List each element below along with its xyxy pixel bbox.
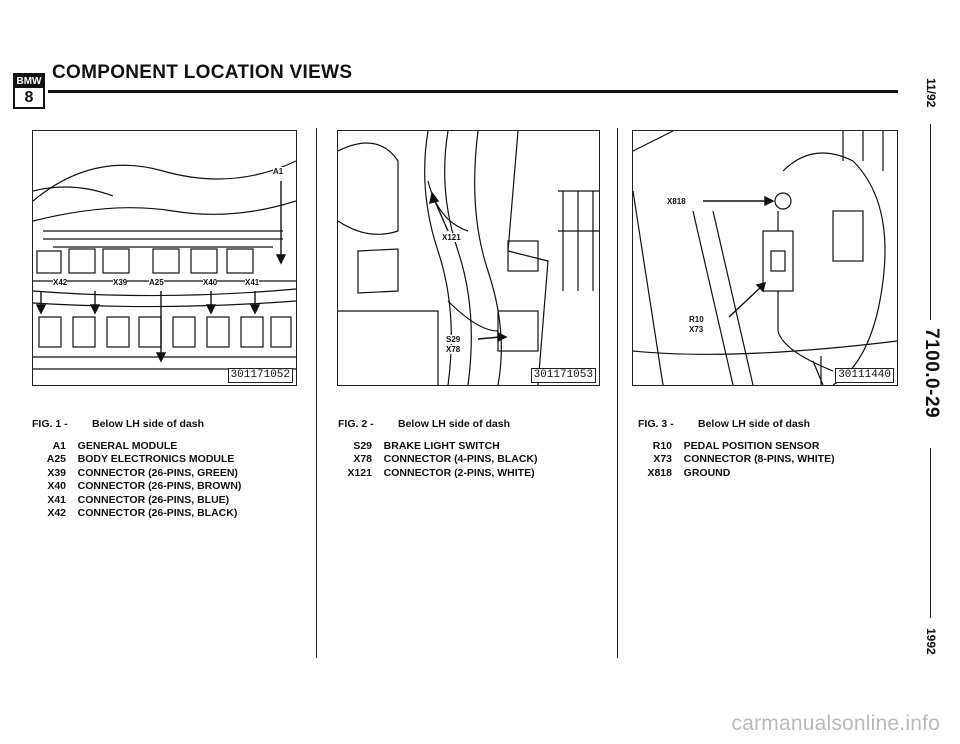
legend-item: X39 CONNECTOR (26-PINS, GREEN) <box>32 467 241 481</box>
figure-2-heading: FIG. 2 - Below LH side of dash <box>338 418 537 432</box>
legend-item: X73 CONNECTOR (8-PINS, WHITE) <box>638 453 835 467</box>
figure-1-label: FIG. 1 - <box>32 418 68 430</box>
figure-3-illustration <box>633 131 897 385</box>
callout-a25: A25 <box>149 278 164 287</box>
logo-series: 8 <box>24 89 34 106</box>
legend-code: X73 <box>653 453 672 465</box>
legend-item: X40 CONNECTOR (26-PINS, BROWN) <box>32 480 241 494</box>
watermark: carmanualsonline.info <box>731 712 940 735</box>
figure-1-caption: FIG. 1 - Below LH side of dash A1 GENERAL… <box>32 418 241 521</box>
legend-code: R10 <box>652 439 672 452</box>
logo-brand: BMW <box>15 75 43 88</box>
legend-desc: CONNECTOR (26-PINS, BLUE) <box>77 493 230 506</box>
legend-item: X818 GROUND <box>638 467 835 481</box>
legend-code: X121 <box>347 466 372 479</box>
legend-item: A25 BODY ELECTRONICS MODULE <box>32 453 241 467</box>
legend-item: R10 PEDAL POSITION SENSOR <box>638 440 835 454</box>
column-divider-2 <box>617 128 618 658</box>
legend-code: X42 <box>47 507 66 519</box>
figure-1-location: Below LH side of dash <box>92 418 205 430</box>
callout-s29: S29 <box>446 335 461 344</box>
figure-2-photo-number: 301171053 <box>530 368 596 383</box>
callout-a1: A1 <box>273 167 284 176</box>
legend-code: X40 <box>47 480 66 492</box>
legend-item: A1 GENERAL MODULE <box>32 440 241 454</box>
side-year: 1992 <box>924 628 938 655</box>
figure-2-label: FIG. 2 - <box>338 418 374 430</box>
legend-desc: CONNECTOR (4-PINS, BLACK) <box>383 453 538 465</box>
page-title: COMPONENT LOCATION VIEWS <box>52 62 353 83</box>
figure-2-illustration <box>338 131 599 385</box>
header-rule <box>48 90 898 93</box>
bmw-8-logo: BMW 8 <box>13 73 45 109</box>
column-divider-1 <box>316 128 317 658</box>
legend-desc: CONNECTOR (8-PINS, WHITE) <box>683 453 835 465</box>
callout-x41: X41 <box>245 278 260 287</box>
legend-desc: CONNECTOR (2-PINS, WHITE) <box>383 466 535 479</box>
figure-2-caption: FIG. 2 - Below LH side of dash S29 BRAKE … <box>338 418 537 480</box>
legend-desc: GROUND <box>683 466 731 479</box>
callout-x121: X121 <box>442 233 461 242</box>
legend-code: A1 <box>52 439 66 452</box>
legend-desc: PEDAL POSITION SENSOR <box>683 439 820 452</box>
legend-code: X41 <box>47 493 66 506</box>
figure-3-heading: FIG. 3 - Below LH side of dash <box>638 418 835 432</box>
figure-3-caption: FIG. 3 - Below LH side of dash R10 PEDAL … <box>638 418 835 480</box>
figure-2-location: Below LH side of dash <box>398 418 511 430</box>
legend-item: X42 CONNECTOR (26-PINS, BLACK) <box>32 507 241 521</box>
figure-1-photo: A1 X42 X39 A25 X40 X41 301171052 <box>32 130 297 386</box>
legend-item: X78 CONNECTOR (4-PINS, BLACK) <box>338 453 537 467</box>
figure-1-heading: FIG. 1 - Below LH side of dash <box>32 418 241 432</box>
figure-2-photo: X121 S29 X78 301171053 <box>337 130 600 386</box>
figure-3-photo: X818 R10 X73 30111440 <box>632 130 898 386</box>
side-section-number: 7100.0-29 <box>921 328 942 419</box>
legend-code: X39 <box>47 466 66 479</box>
legend-item: X121 CONNECTOR (2-PINS, WHITE) <box>338 467 537 481</box>
figure-3-label: FIG. 3 - <box>638 418 674 430</box>
legend-code: X818 <box>647 466 672 479</box>
callout-r10: R10 <box>689 315 704 324</box>
side-line-1 <box>930 124 931 320</box>
figure-1-photo-number: 301171052 <box>227 368 293 383</box>
callout-x73: X73 <box>689 325 704 334</box>
callout-x42: X42 <box>53 278 68 287</box>
legend-desc: BRAKE LIGHT SWITCH <box>383 439 500 452</box>
legend-item: X41 CONNECTOR (26-PINS, BLUE) <box>32 494 241 508</box>
side-date: 11/92 <box>924 78 938 108</box>
legend-desc: CONNECTOR (26-PINS, BROWN) <box>77 480 242 492</box>
figure-1-illustration <box>33 160 296 370</box>
side-line-2 <box>930 448 931 618</box>
legend-code: S29 <box>353 439 372 452</box>
callout-x39: X39 <box>113 278 128 287</box>
callout-x818: X818 <box>667 197 686 206</box>
legend-desc: GENERAL MODULE <box>77 439 178 452</box>
figure-3-photo-number: 30111440 <box>835 368 894 383</box>
figure-3-location: Below LH side of dash <box>698 418 811 430</box>
callout-x40: X40 <box>203 278 218 287</box>
legend-code: A25 <box>46 453 66 465</box>
legend-desc: CONNECTOR (26-PINS, BLACK) <box>77 507 238 519</box>
legend-desc: CONNECTOR (26-PINS, GREEN) <box>77 466 238 479</box>
callout-x78: X78 <box>446 345 461 354</box>
legend-item: S29 BRAKE LIGHT SWITCH <box>338 440 537 454</box>
legend-code: X78 <box>353 453 372 465</box>
legend-desc: BODY ELECTRONICS MODULE <box>77 453 235 465</box>
